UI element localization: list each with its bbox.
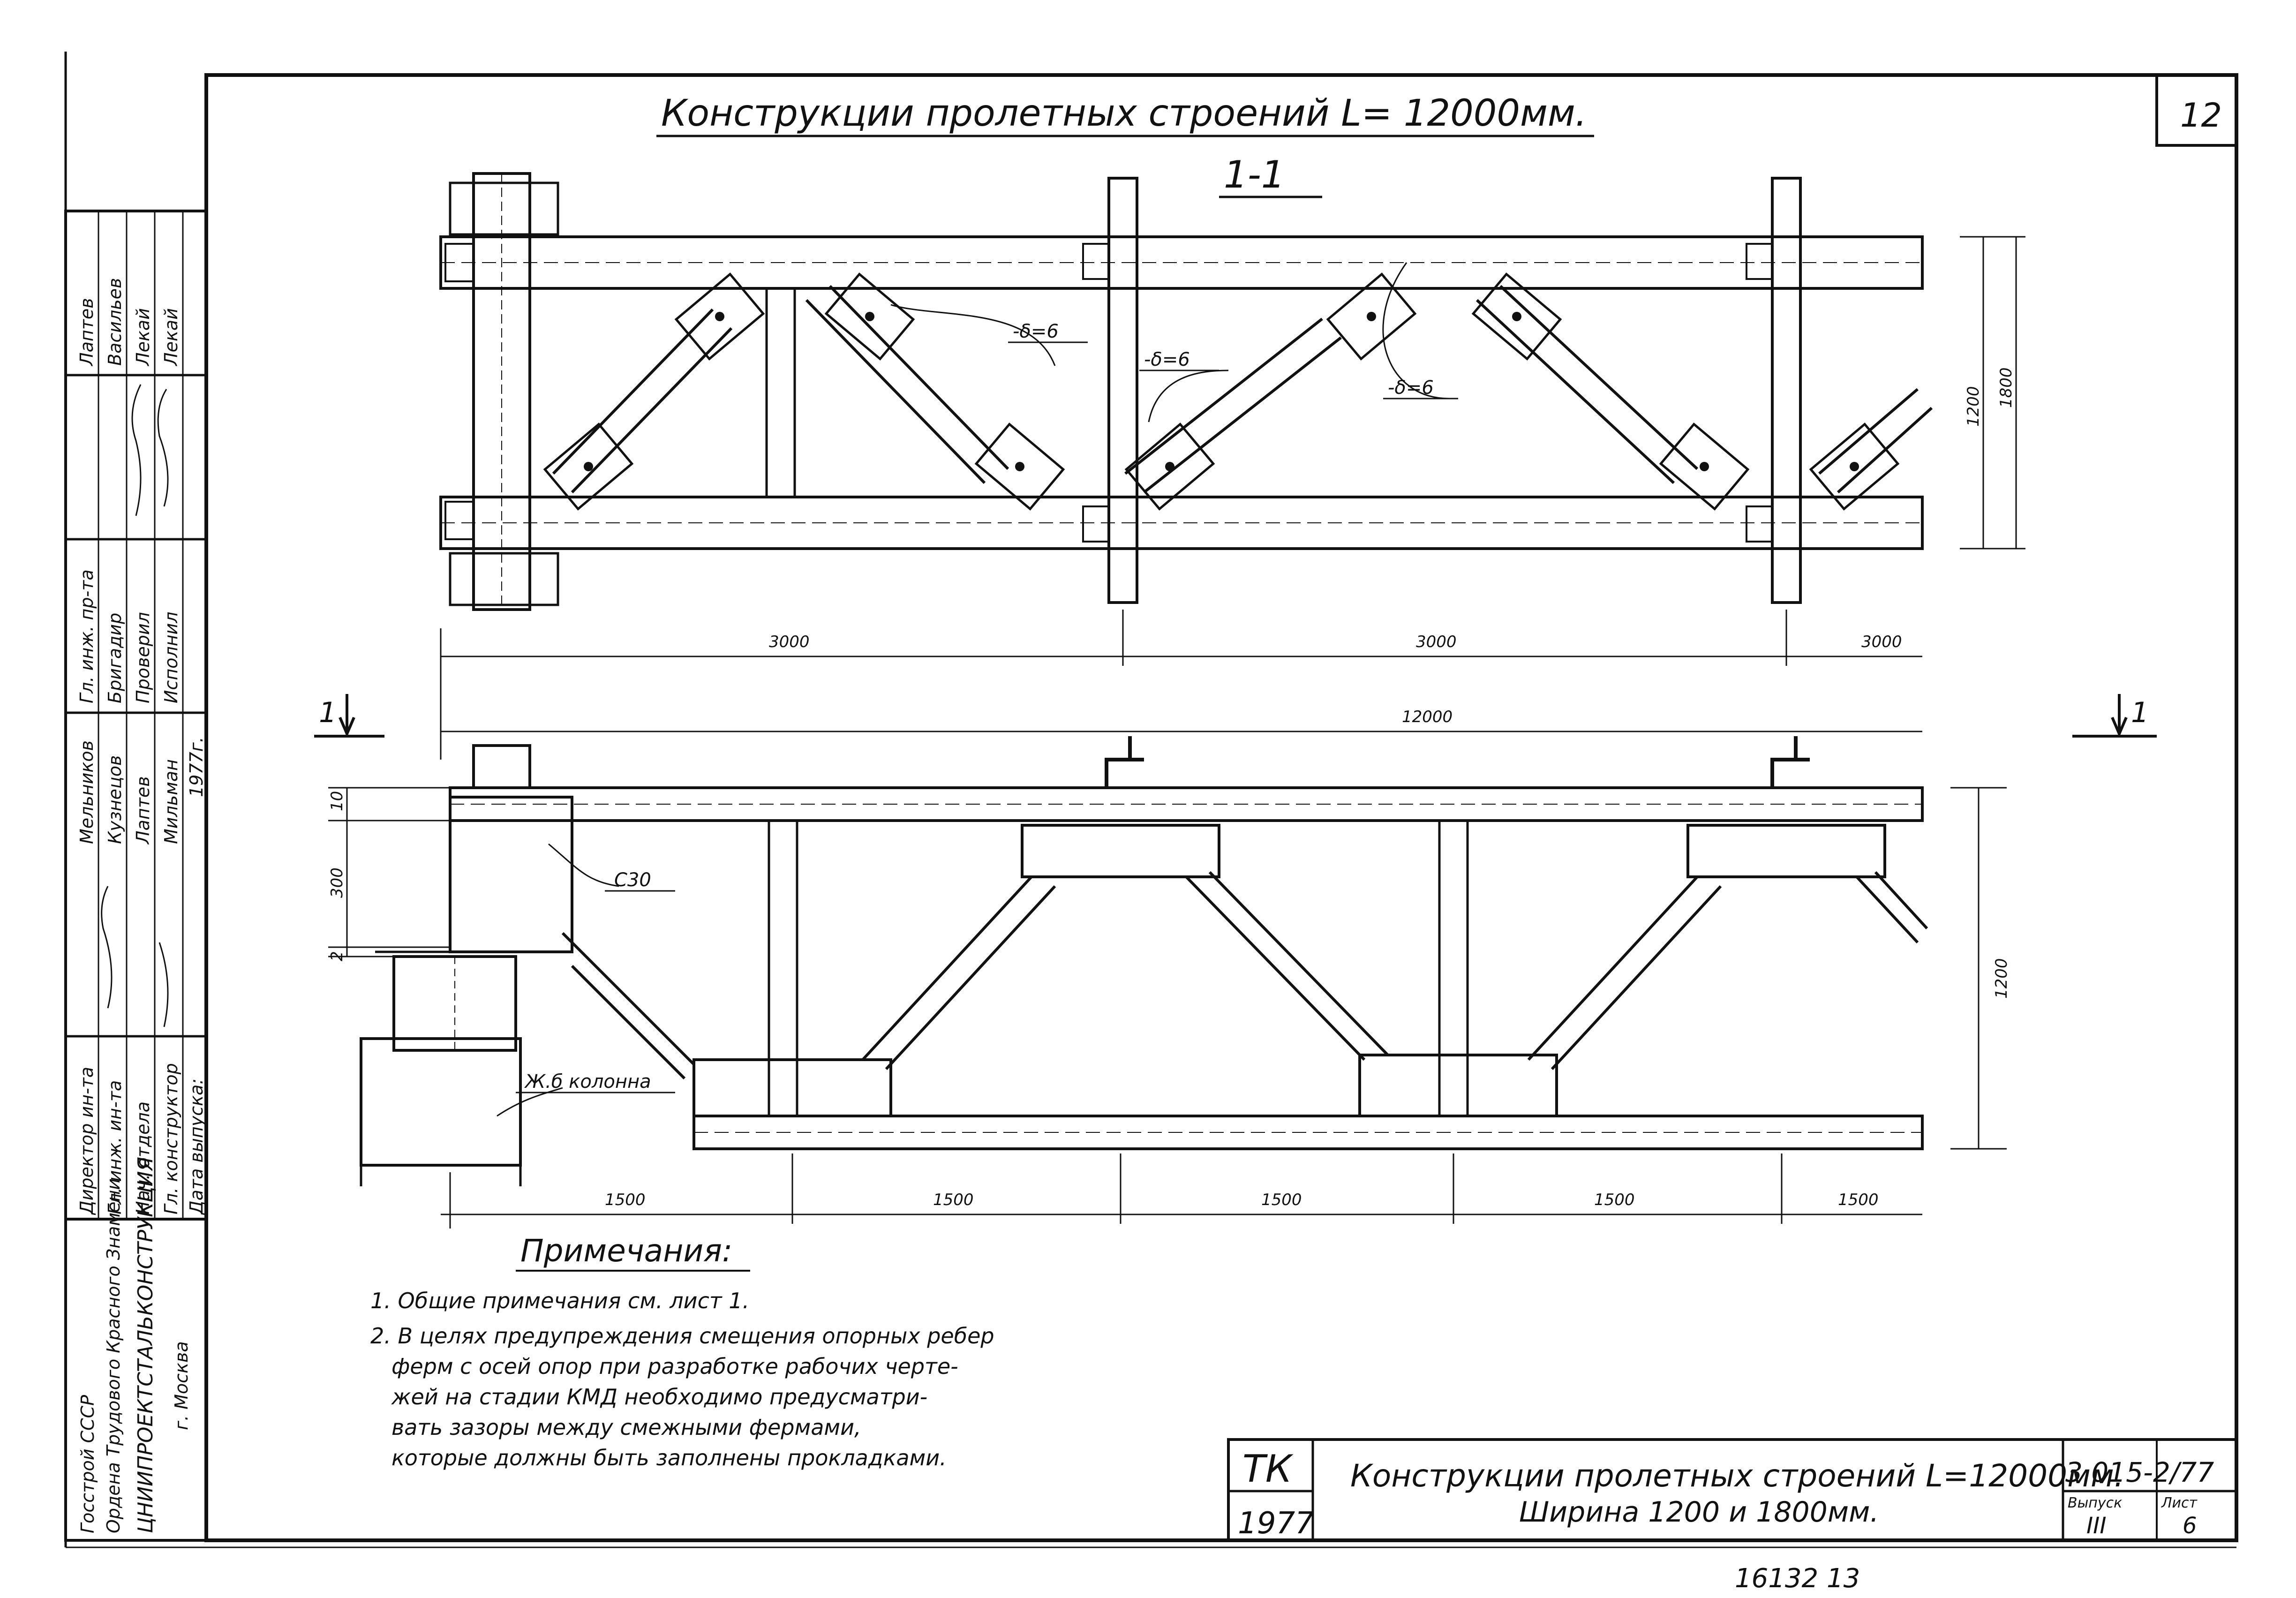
note-1: 1. Общие примечания см. лист 1. [370,1288,749,1313]
stamp-role-5: Дата выпуска: [186,1078,207,1215]
stamp-role-4: Гл. конструктор [161,1063,181,1214]
issue-value: III [2086,1513,2106,1539]
title-block: ТК 1977 Конструкции пролетных строений L… [1227,1438,2238,1542]
plan-dim-3: 3000 [1861,633,1902,651]
handwritten-footer: 16132 13 [1735,1563,1860,1594]
elevation-view [360,736,1928,1186]
stamp-left: Госстрой СССР Ордена Трудового Красного … [64,210,208,1542]
stamp-role-7: Бригадир [105,613,125,703]
note-2-line-3: жей на стадии КМД необходимо предусматри… [391,1384,927,1410]
plan-dim-right-1: 1200 [1964,386,1983,427]
title-block-line-2: Ширина 1200 и 1800мм. [1519,1496,1879,1529]
elev-dim-left-1: 10 [328,791,346,811]
notes-heading: Примечания: [520,1233,732,1269]
plan-view [439,172,1933,611]
plan-callout-1: -δ=6 [1013,321,1059,342]
plan-callout-2: -δ=6 [1144,349,1190,370]
stamp-role-6: Гл. инж. пр-та [76,569,97,703]
section-label: 1-1 [1219,153,1322,198]
note-2: 2. В целях предупреждения смещения опорн… [370,1323,994,1349]
sheet-title: Конструкции пролетных строений L= 12000м… [656,92,1594,137]
sheet-value: 6 [2183,1513,2197,1539]
title-block-line-1: Конструкции пролетных строений L=12000мм… [1350,1458,2124,1494]
doc-code: 3.015-2/77 [2065,1456,2214,1488]
plan-dimensions [440,236,2025,760]
stamp-name-3: Лаптев [133,776,153,845]
series-abbr: ТК [1242,1447,1294,1491]
stamp-name-4: Мильман [161,759,181,844]
signatures [101,384,169,1027]
section-label-text: 1-1 [1224,153,1285,196]
plan-dim-total: 12000 [1402,708,1453,726]
plan-dim-right-2: 1800 [1997,367,2016,408]
cut-marker-left: 1 [319,696,337,729]
stamp-org-4: г. Москва [171,1341,192,1430]
elevation-dimensions [328,787,2007,1229]
column-label: Ж.б колонна [524,1071,651,1093]
channel-label: C30 [614,869,651,891]
notes: Примечания: 1. Общие примечания см. лист… [370,1233,994,1470]
elev-dim-5: 1500 [1838,1191,1879,1209]
elev-dim-left-3: 2 [328,951,346,961]
note-2-line-5: которые должны быть заполнены прокладкам… [391,1445,947,1470]
note-2-line-2: ферм с осей опор при разработке рабочих … [391,1354,958,1379]
page-number-box: 12 [2155,74,2238,147]
stamp-name-9: Лекай [161,308,181,367]
cut-marker-right: 1 [2131,696,2149,729]
stamp-name-2: Кузнецов [105,755,125,844]
stamp-role-1: Директор ин-та [76,1067,97,1215]
note-2-line-4: вать зазоры между смежными фермами, [391,1415,861,1440]
elev-dim-2: 1500 [933,1191,974,1209]
stamp-role-3: Нач. отдела [133,1101,153,1214]
stamp-name-1: Мельников [76,740,97,844]
series-year: 1977 [1238,1506,1314,1541]
sheet-label: Лист [2161,1495,2198,1511]
stamp-date: 1977г. [186,737,207,797]
stamp-org-1: Госстрой СССР [77,1395,98,1533]
elev-dim-4: 1500 [1594,1191,1635,1209]
stamp-name-6: Лаптев [76,298,97,367]
stamp-org-3: ЦНИИПРОЕКТСТАЛЬКОНСТРУКЦИЯ [134,1157,158,1533]
plan-dim-1: 3000 [769,633,810,651]
stamp-role-8: Проверил [133,612,153,703]
issue-label: Выпуск [2068,1495,2122,1511]
elev-dim-3: 1500 [1261,1191,1302,1209]
cut-arrow-icon [314,694,2157,738]
elev-dim-left-2: 300 [328,867,346,898]
stamp-role-2: Гл. инж. ин-та [105,1080,125,1214]
stamp-name-8: Лекай [133,308,153,367]
sheet-title-text: Конструкции пролетных строений L= 12000м… [661,92,1587,135]
stamp-name-7: Васильев [105,278,125,366]
stamp-role-9: Исполнил [161,611,181,703]
stamp-org-2: Ордена Трудового Красного Знамени [103,1178,124,1533]
elev-dim-right: 1200 [1992,958,2011,999]
elev-dim-1: 1500 [605,1191,646,1209]
plan-dim-2: 3000 [1416,633,1457,651]
page-number: 12 [2180,96,2222,135]
plan-callout-3: -δ=6 [1388,377,1434,399]
